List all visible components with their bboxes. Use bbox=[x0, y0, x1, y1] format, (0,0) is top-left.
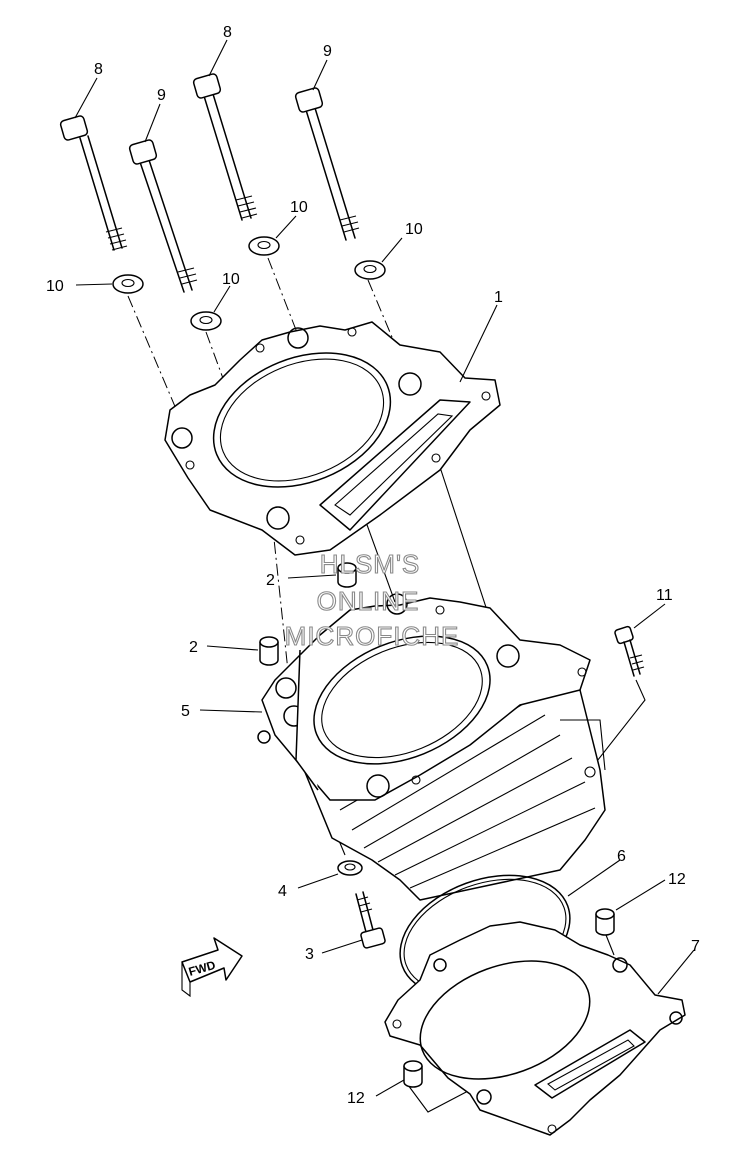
callout-4: 4 bbox=[278, 883, 287, 900]
watermark-line-1: HLSM'S bbox=[320, 549, 421, 579]
watermark-line-2: ONLINE bbox=[317, 586, 420, 616]
callout-8-right: 8 bbox=[223, 24, 232, 41]
bolt-9-right bbox=[294, 87, 360, 241]
callout-12-upper: 12 bbox=[668, 871, 686, 888]
screw-11 bbox=[614, 625, 645, 677]
callout-7: 7 bbox=[691, 938, 700, 955]
dowel-pin-2-lower bbox=[259, 636, 279, 666]
base-gasket bbox=[384, 921, 686, 1136]
dowel-pin-12-lower bbox=[403, 1060, 423, 1088]
watermark-line-3: MICROFICHE bbox=[285, 621, 460, 651]
washer-10-c bbox=[248, 236, 280, 256]
callout-11: 11 bbox=[656, 587, 673, 604]
callout-6: 6 bbox=[617, 848, 626, 865]
callout-5: 5 bbox=[181, 703, 190, 720]
washer-10-b bbox=[190, 311, 222, 331]
dowel-pin-2-upper bbox=[337, 562, 357, 588]
callout-1: 1 bbox=[494, 289, 503, 306]
bolt-3 bbox=[355, 891, 386, 949]
bolt-9-left bbox=[128, 139, 198, 293]
cylinder-block bbox=[257, 593, 606, 901]
callout-2-lower: 2 bbox=[189, 639, 198, 656]
callout-10-c: 10 bbox=[290, 199, 308, 216]
washer-10-d bbox=[354, 260, 386, 280]
callout-10-d: 10 bbox=[405, 221, 423, 238]
washer-4 bbox=[337, 860, 363, 876]
callout-2-upper: 2 bbox=[266, 572, 275, 589]
leader-lines bbox=[74, 39, 695, 1097]
callout-labels: 1 2 2 3 4 5 6 7 8 8 9 9 10 10 10 10 11 1… bbox=[46, 24, 700, 1107]
bolt-8-right bbox=[192, 73, 258, 221]
callout-12-lower: 12 bbox=[347, 1090, 365, 1107]
callout-3: 3 bbox=[305, 946, 314, 963]
head-gasket bbox=[164, 321, 501, 556]
callout-9-left: 9 bbox=[157, 87, 166, 104]
washer-10-a bbox=[112, 274, 144, 294]
bolt-8-left bbox=[59, 115, 128, 251]
callout-9-right: 9 bbox=[323, 43, 332, 60]
fwd-arrow-icon: FWD bbox=[181, 937, 243, 998]
callout-10-a: 10 bbox=[46, 278, 64, 295]
dowel-pin-12-upper bbox=[595, 908, 615, 936]
callout-10-b: 10 bbox=[222, 271, 240, 288]
callout-8-left: 8 bbox=[94, 61, 103, 78]
watermark: HLSM'S ONLINE MICROFICHE bbox=[284, 548, 460, 651]
